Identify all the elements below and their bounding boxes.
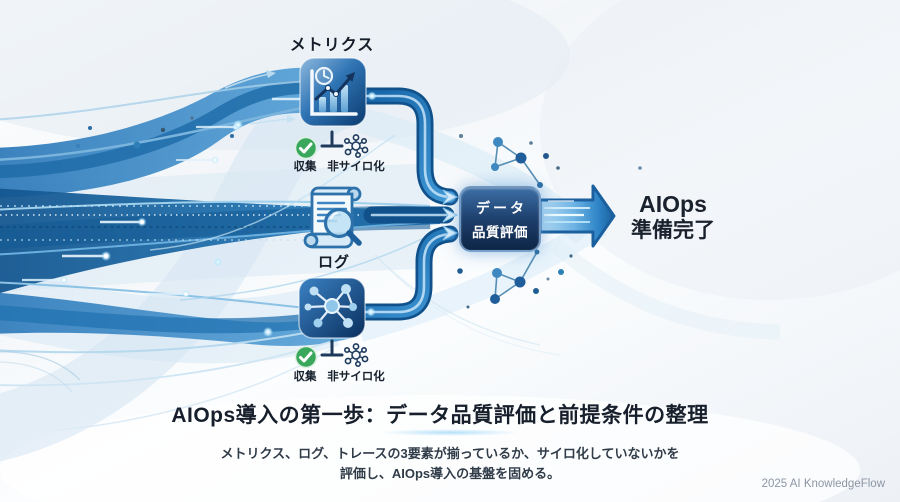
aiops-ready-label: AIOps 準備完了 bbox=[612, 190, 734, 244]
pipe-top bbox=[356, 87, 459, 206]
aiops-ready-line2: 準備完了 bbox=[631, 219, 715, 243]
pipe-bottom bbox=[356, 225, 459, 321]
metrics-unsilo-label: 非サイロ化 bbox=[327, 161, 385, 173]
constellation-top bbox=[491, 137, 543, 188]
trend-line-icon bbox=[314, 72, 355, 101]
magnifier-icon bbox=[323, 207, 362, 246]
chevron-icons bbox=[442, 189, 459, 241]
log-label: ログ bbox=[317, 254, 350, 271]
metrics-unsilo-network-icon bbox=[343, 134, 369, 158]
aiops-ready-line1: AIOps bbox=[639, 191, 707, 217]
subtitle-line2: 評価し、AIOps導入の基盤を固める。 bbox=[339, 465, 561, 481]
page-subtitle: メトリクス、ログ、トレースの3要素が揃っているか、サイロ化していないかを 評価し… bbox=[140, 444, 760, 483]
title-glow-accent bbox=[380, 429, 520, 436]
metrics-collect-label: 収集 bbox=[293, 161, 317, 173]
metrics-divider-icon bbox=[320, 130, 344, 148]
data-quality-evaluation-box: データ 品質評価 bbox=[459, 186, 541, 252]
page-title: AIOps導入の第一歩：データ品質評価と前提条件の整理 bbox=[171, 404, 709, 427]
trace-collect-label: 収集 bbox=[293, 371, 317, 383]
dashed-data-rows bbox=[0, 205, 360, 241]
trace-divider-icon bbox=[320, 339, 344, 357]
constellation-bottom bbox=[490, 249, 540, 304]
metrics-icon bbox=[299, 57, 367, 127]
trace-unsilo-network-icon bbox=[343, 343, 369, 367]
metrics-label: メトリクス bbox=[289, 37, 375, 54]
metrics-collect-check-icon bbox=[294, 136, 318, 160]
evaluation-line2: 品質評価 bbox=[472, 224, 528, 240]
flow-pipes bbox=[356, 87, 459, 321]
credit-watermark: 2025 AI KnowledgeFlow bbox=[761, 478, 885, 490]
trace-icon bbox=[298, 277, 366, 339]
trace-collect-check-icon bbox=[294, 345, 318, 369]
clock-icon bbox=[314, 66, 334, 86]
evaluation-line1: データ bbox=[476, 199, 527, 216]
log-scroll-icon bbox=[303, 186, 362, 249]
accent-arrows bbox=[224, 70, 296, 125]
subtitle-line1: メトリクス、ログ、トレースの3要素が揃っているか、サイロ化していないかを bbox=[220, 446, 680, 461]
trace-unsilo-label: 非サイロ化 bbox=[327, 371, 385, 383]
